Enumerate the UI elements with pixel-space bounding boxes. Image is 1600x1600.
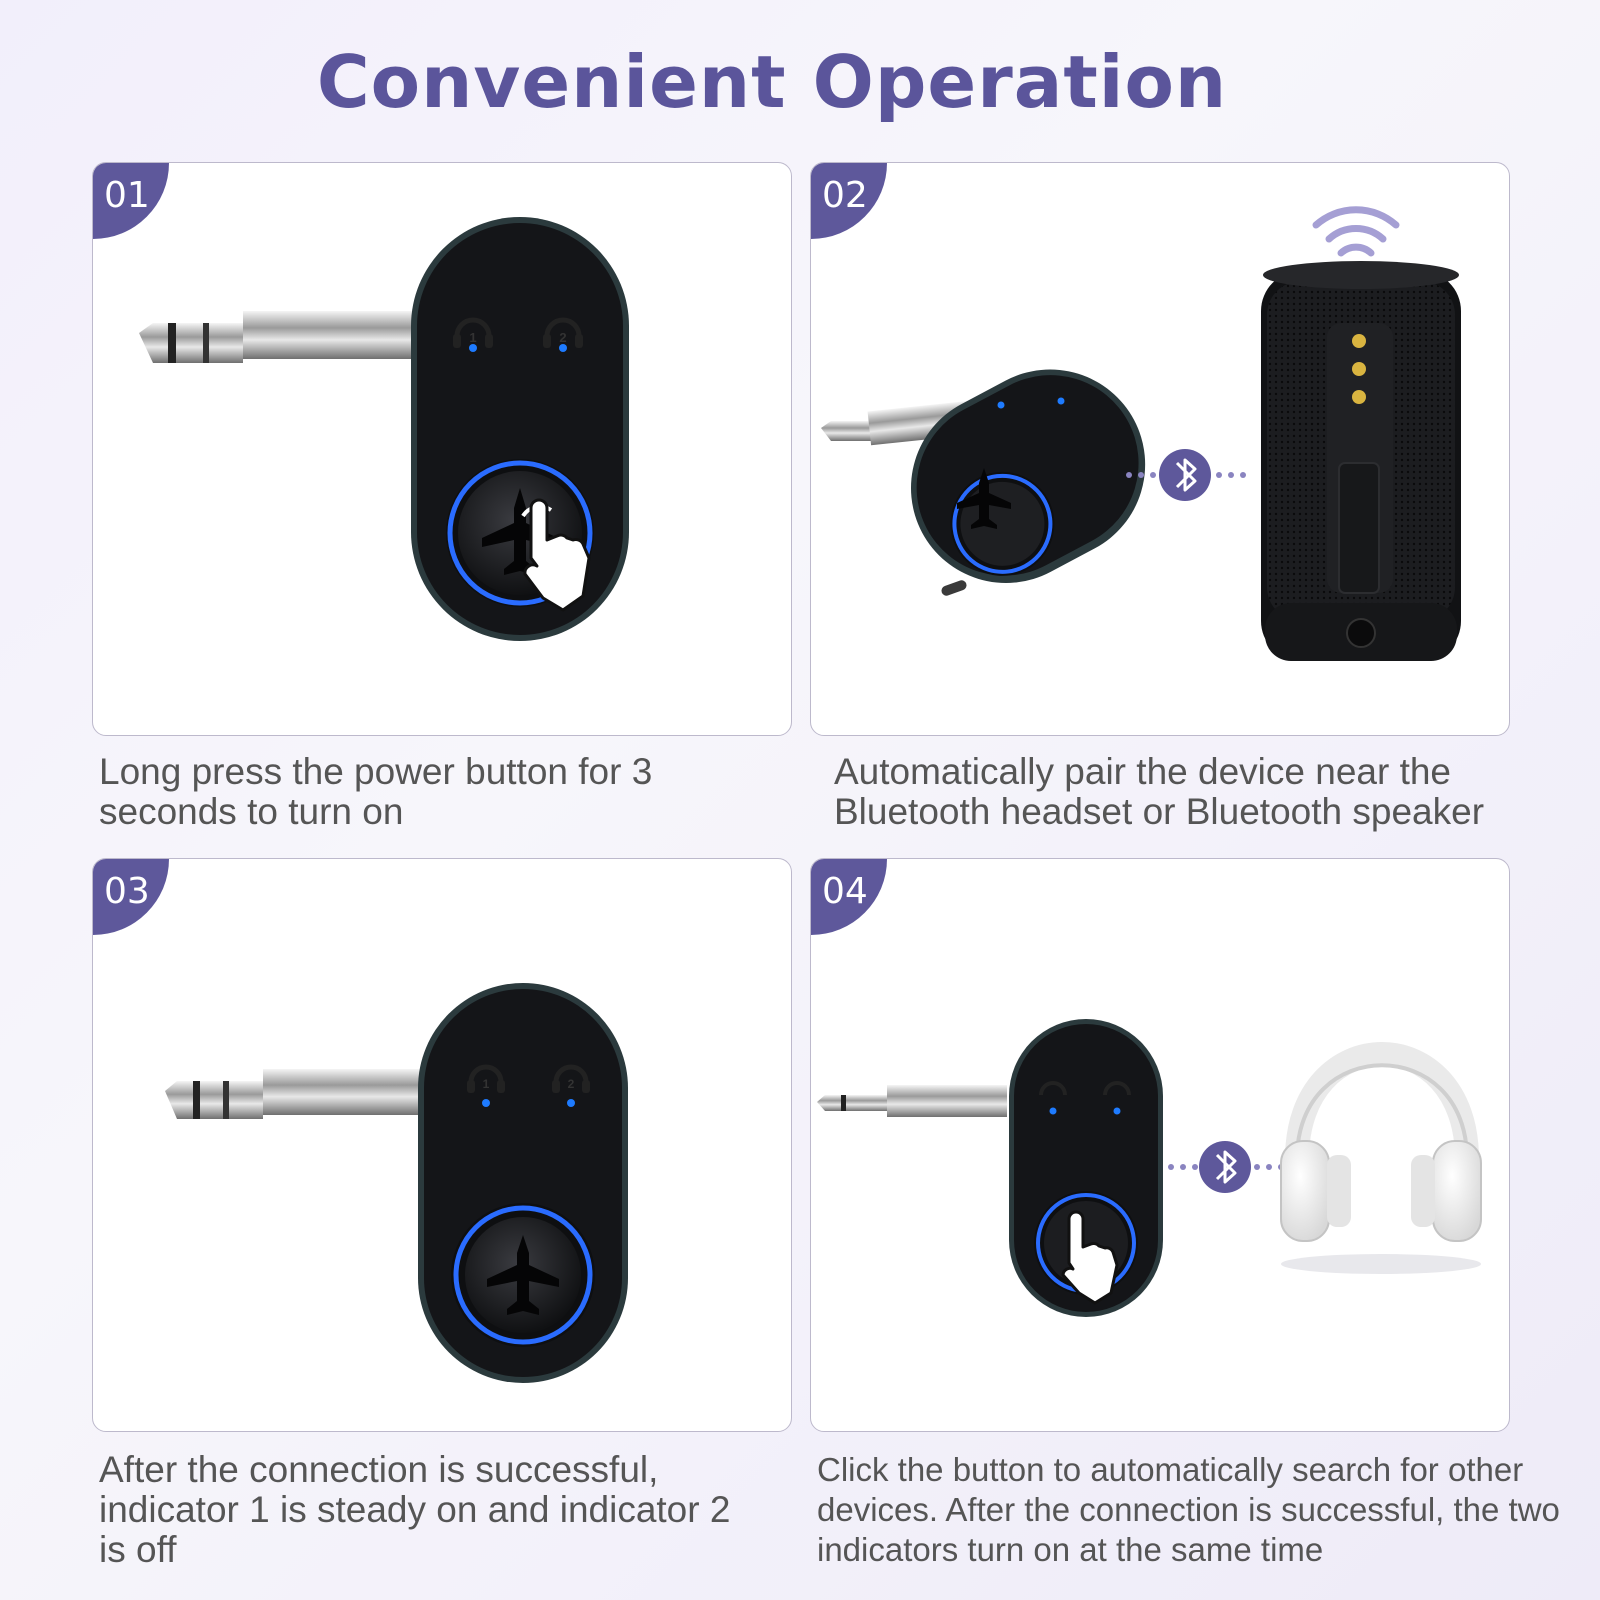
- step-caption-1: Long press the power button for 3 second…: [99, 751, 653, 832]
- audio-jack: [139, 311, 413, 363]
- step-caption-4: Click the button to automatically search…: [817, 1451, 1560, 1568]
- bluetooth-link: [1126, 449, 1246, 501]
- button-ring: [447, 460, 593, 606]
- adapter-press-illustration: 1 2: [139, 217, 629, 641]
- svg-text:2: 2: [559, 330, 566, 345]
- pairing-speaker-illustration: [821, 206, 1461, 661]
- bluetooth-link: [1168, 1141, 1284, 1193]
- airplane-icon: [957, 468, 1011, 529]
- headphone-2-icon: 2: [552, 1064, 590, 1093]
- headphone-2-icon: [1103, 1081, 1131, 1096]
- adapter-body: [910, 369, 1146, 583]
- indicator-1-led: [482, 1099, 490, 1107]
- headphone-1-icon: 1: [453, 317, 493, 348]
- indicator-2-led: [1057, 397, 1065, 405]
- step-panel-1: 01 1: [92, 162, 792, 736]
- headphone-1-icon: 1: [467, 1064, 505, 1093]
- audio-jack: [165, 1069, 423, 1119]
- svg-text:1: 1: [483, 1077, 490, 1091]
- pairing-headphones-illustration: [817, 1019, 1482, 1317]
- headphone-2-icon: 2: [543, 317, 583, 348]
- indicator-2-led: [559, 344, 567, 352]
- airplane-icon: [482, 488, 558, 575]
- indicator-1-led: [997, 401, 1005, 409]
- step-panel-2: 02: [810, 162, 1510, 736]
- svg-text:1: 1: [469, 330, 476, 345]
- signal-waves-icon: [1312, 206, 1400, 257]
- indicator-2-led: [1113, 1107, 1121, 1115]
- play-icon: [1352, 362, 1366, 376]
- tap-hand-icon: [1061, 1210, 1119, 1305]
- tap-hand-icon: [521, 498, 591, 612]
- usb-port: [941, 580, 967, 596]
- airplane-icon: [487, 1235, 559, 1315]
- volume-up-icon: [1352, 334, 1366, 348]
- indicator-2-led: [567, 1099, 575, 1107]
- step-panel-4: 04: [810, 858, 1510, 1432]
- step-number-badge: 02: [811, 163, 887, 239]
- step-caption-2: Automatically pair the device near the B…: [834, 751, 1485, 832]
- headphones-image: [1280, 1042, 1482, 1274]
- step-caption-3: After the connection is successful, indi…: [99, 1449, 731, 1570]
- headphone-1-icon: [1039, 1081, 1067, 1096]
- volume-down-icon: [1352, 390, 1366, 404]
- indicator-1-led: [469, 344, 477, 352]
- audio-jack: [817, 1085, 1007, 1117]
- button-ring: [453, 1205, 593, 1345]
- step-number-badge: 01: [93, 163, 169, 239]
- indicator-1-led: [1049, 1107, 1057, 1115]
- svg-text:2: 2: [568, 1077, 575, 1091]
- bluetooth-speaker: [1261, 261, 1461, 661]
- page-title: Convenient Operation: [316, 40, 1228, 124]
- indicators-illustration: 1 2: [165, 983, 628, 1383]
- step-panel-3: 03 1 2: [92, 858, 792, 1432]
